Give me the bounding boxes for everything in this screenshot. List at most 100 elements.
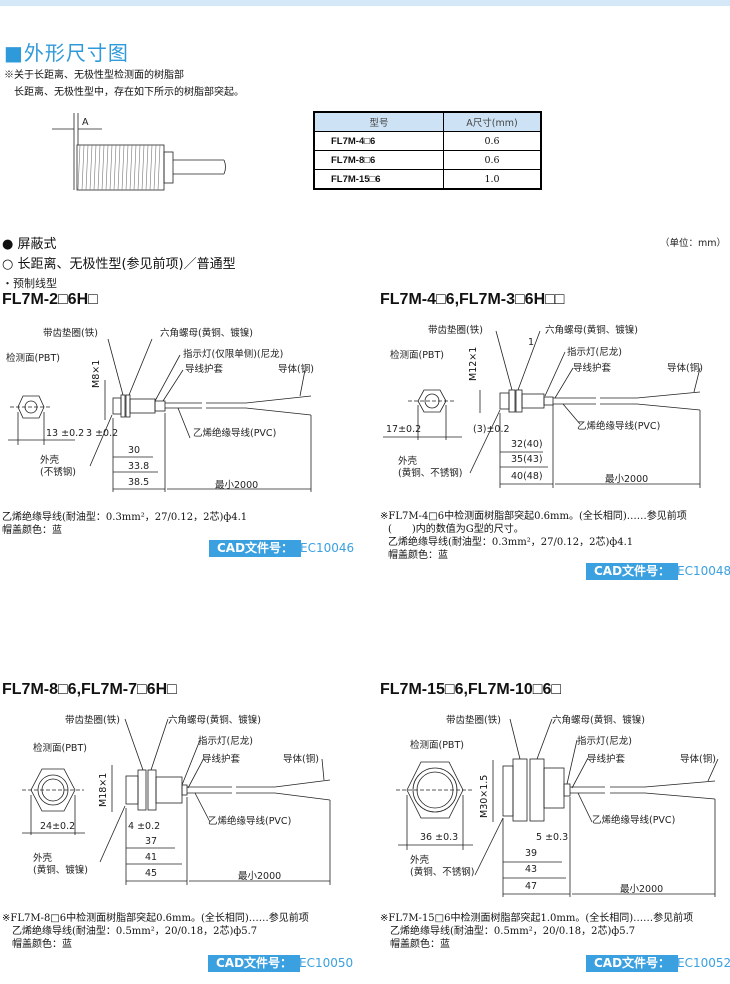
case-material: (黄铜、不锈钢) (398, 468, 463, 479)
section-shield: ● 屏蔽式 (2, 237, 57, 252)
dimension-a-label: A (82, 117, 89, 128)
thread-label: M18×1 (98, 772, 109, 807)
panel-note: 乙烯绝缘导线(耐油型：0.3mm²，27/0.12，2芯)ф4.1 (2, 512, 248, 523)
value-cell: 0.6 (443, 150, 542, 170)
panel-note: 帽盖颜色：蓝 (390, 939, 450, 950)
length-dimension: 37 (145, 836, 158, 847)
case-label: 外壳 (410, 855, 430, 866)
length-dimension: 30 (128, 445, 141, 456)
table-header-row: 型号 A尺寸(mm) (313, 111, 542, 132)
length-dimension: 38.5 (128, 477, 150, 488)
sheath-label: 导线护套 (587, 754, 626, 765)
panel-note: ※FL7M-8□6中检测面树脂部突起0.6mm。(全长相同)……参见前项 (2, 913, 309, 924)
gap-dimension: 3 ±0.2 (86, 428, 119, 439)
nut-label: 六角螺母(黄铜、镀镍) (168, 715, 261, 726)
led-label: 指示灯(尼龙) (577, 736, 632, 747)
case-label: 外壳 (33, 853, 53, 864)
panel-note: 帽盖颜色：蓝 (2, 525, 62, 536)
length-dimension: 33.8 (128, 461, 150, 472)
top-bar (0, 0, 730, 6)
length-dimension: 41 (145, 852, 158, 863)
section-type: ○ 长距离、无极性型(参见前项)／普通型 (2, 257, 236, 272)
panel4-drawing (396, 718, 719, 897)
page-title: ■外形尺寸图 (4, 41, 129, 65)
thread-label: M8×1 (91, 359, 102, 388)
conductor-label: 导体(铜) (283, 754, 319, 765)
cad-code-link[interactable]: EC10048 (677, 564, 730, 578)
cad-label: CAD文件号： (586, 563, 679, 580)
face-label: 检测面(PBT) (33, 743, 87, 754)
section-wire: ・预制线型 (2, 277, 57, 290)
cad-label: CAD文件号： (209, 540, 302, 557)
model-cell: FL7M-15□6 (313, 169, 444, 190)
washer-label: 带齿垫圈(铁) (428, 325, 483, 336)
length-dimension: 35(43) (511, 454, 543, 465)
case-material: (不锈钢) (40, 467, 76, 478)
panel-note: 乙烯绝缘导线(耐油型：0.5mm²，20/0.18，2芯)ф5.7 (390, 926, 636, 937)
cable-length: 最小2000 (215, 480, 259, 491)
panel-note: 乙烯绝缘导线(耐油型：0.3mm²，27/0.12，2芯)ф4.1 (388, 537, 634, 548)
gap-dimension: (3)±0.2 (473, 424, 510, 435)
gap-dimension: 5 ±0.3 (536, 832, 569, 843)
sheath-label: 导线护套 (202, 754, 241, 765)
case-label: 外壳 (40, 455, 60, 466)
panel-heading: FL7M-8□6,FL7M-7□6H□ (2, 681, 177, 698)
panel-heading: FL7M-15□6,FL7M-10□6□ (380, 681, 562, 698)
length-dimension: 43 (525, 864, 538, 875)
panel3-drawing (22, 718, 331, 885)
cable-length: 最小2000 (605, 474, 649, 485)
intro-sensor-figure (52, 113, 226, 191)
panel-heading: FL7M-2□6H□ (2, 291, 98, 308)
face-label: 检测面(PBT) (6, 353, 60, 364)
panel1-drawing (8, 338, 312, 492)
length-dimension: 39 (525, 848, 538, 859)
sheath-label: 导线护套 (185, 364, 224, 375)
pvc-label: 乙烯绝缘导线(PVC) (193, 428, 277, 439)
led-label: 指示灯(仅限单侧)(尼龙) (183, 349, 284, 360)
length-dimension: 40(48) (511, 471, 543, 482)
pvc-label: 乙烯绝缘导线(PVC) (592, 815, 676, 826)
case-material: (黄铜、不锈钢) (410, 867, 475, 878)
sheath-label: 导线护套 (573, 363, 612, 374)
cad-code-link[interactable]: EC10046 (300, 541, 355, 555)
washer-label: 带齿垫圈(铁) (65, 715, 120, 726)
pvc-label: 乙烯绝缘导线(PVC) (208, 816, 292, 827)
panel-note: ※FL7M-15□6中检测面树脂部突起1.0mm。(全长相同)……参见前项 (380, 913, 694, 924)
panel-note: 乙烯绝缘导线(耐油型：0.5mm²，20/0.18，2芯)ф5.7 (12, 926, 258, 937)
value-cell: 0.6 (443, 131, 542, 151)
panel-heading: FL7M-4□6,FL7M-3□6H□□ (380, 291, 565, 308)
thread-label: M12×1 (468, 346, 479, 381)
washer-label: 带齿垫圈(铁) (446, 715, 501, 726)
cad-code-link[interactable]: EC10050 (299, 956, 354, 970)
column-header-a: A尺寸(mm) (443, 111, 542, 132)
model-cell: FL7M-8□6 (313, 150, 444, 170)
length-dimension: 47 (525, 881, 538, 892)
cable-length: 最小2000 (238, 871, 282, 882)
cad-code-link[interactable]: EC10052 (677, 956, 730, 970)
case-material: (黄铜、镀镍) (33, 865, 88, 876)
face-label: 检测面(PBT) (410, 740, 464, 751)
cad-label: CAD文件号： (586, 955, 679, 972)
nut-width-dimension: 1 (528, 337, 535, 348)
length-dimension: 45 (145, 868, 158, 879)
led-label: 指示灯(尼龙) (567, 347, 622, 358)
cable-length: 最小2000 (620, 884, 664, 895)
value-cell: 1.0 (443, 169, 542, 190)
column-header-model: 型号 (313, 111, 444, 132)
pvc-label: 乙烯绝缘导线(PVC) (577, 421, 661, 432)
conductor-label: 导体(铜) (680, 754, 716, 765)
conductor-label: 导体(铜) (278, 364, 314, 375)
panel-note: ( )内的数值为G型的尺寸。 (388, 524, 524, 535)
hex-dimension: 24±0.2 (40, 821, 76, 832)
nut-label: 六角螺母(黄铜、镀镍) (545, 325, 638, 336)
intro-note: ※关于长距离、无极性型检测面的树脂部 (4, 70, 184, 81)
conductor-label: 导体(铜) (667, 363, 703, 374)
panel-note: 帽盖颜色：蓝 (12, 939, 72, 950)
gap-dimension: 4 ±0.2 (128, 821, 161, 832)
washer-label: 带齿垫圈(铁) (43, 328, 98, 339)
